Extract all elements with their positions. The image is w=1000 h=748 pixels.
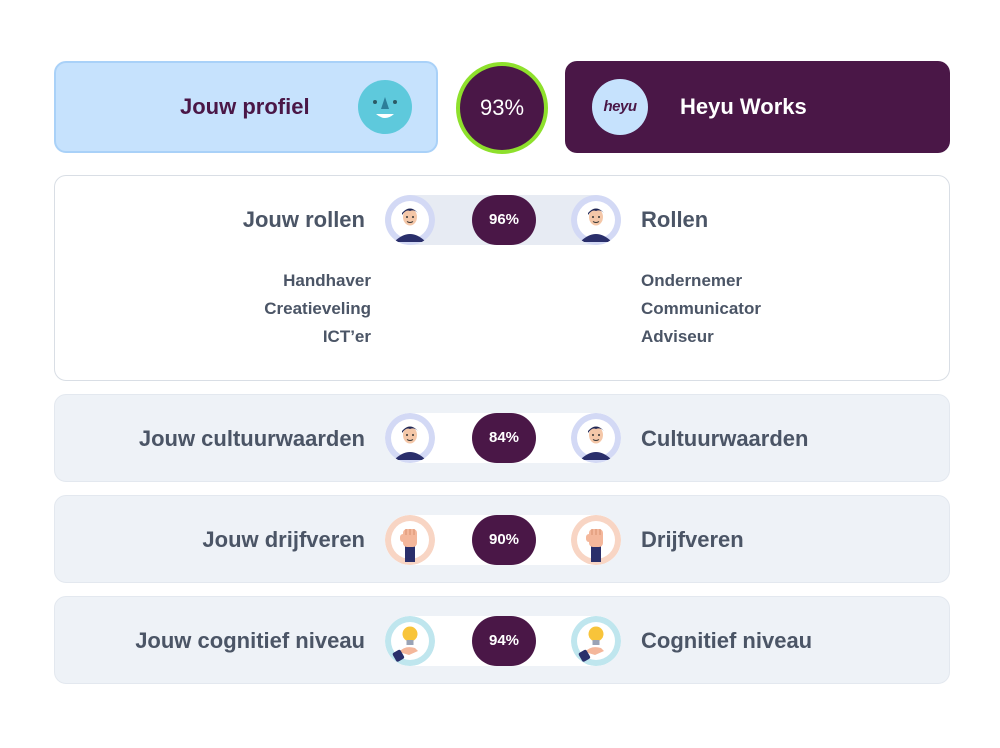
drivers-card: 90% Jouw drijfveren Drijfveren: [54, 495, 950, 583]
company-name: Heyu Works: [680, 94, 807, 119]
person-avatar-icon: [571, 413, 621, 463]
list-item: Adviseur: [641, 327, 714, 346]
list-item: ICT’er: [322, 327, 371, 346]
smiley-face-icon: [358, 80, 412, 134]
cognitive-card: 94% Jouw cognitief niveau Cognitief nive…: [54, 596, 950, 684]
overall-match-ring: 93%: [456, 62, 548, 154]
list-item: Creatieveling: [264, 299, 371, 318]
your-roles-list: Handhaver Creatieveling ICT’er: [264, 267, 371, 351]
raised-fist-icon: [385, 515, 435, 565]
company-card: heyu Heyu Works: [565, 61, 950, 153]
drivers-left-label: Jouw drijfveren: [202, 527, 365, 552]
culture-left-label: Jouw cultuurwaarden: [138, 426, 365, 451]
lightbulb-hand-icon: [385, 616, 435, 666]
roles-left-label: Jouw rollen: [242, 207, 365, 232]
company-logo: heyu: [592, 79, 648, 135]
person-avatar-icon: [385, 413, 435, 463]
culture-card: 84% Jouw cultuurwaarden Cultuurwaarden: [54, 394, 950, 482]
cognitive-match-badge: 94%: [472, 616, 536, 666]
culture-right-label: Cultuurwaarden: [641, 426, 809, 451]
roles-card: 96% Jouw rollen Rollen Handhaver Creatie…: [54, 175, 950, 381]
list-item: Ondernemer: [641, 271, 743, 290]
person-avatar-icon: [385, 195, 435, 245]
list-item: Communicator: [641, 299, 761, 318]
overall-match-value: 93%: [479, 95, 525, 120]
company-roles-list: Ondernemer Communicator Adviseur: [641, 267, 761, 351]
drivers-match-badge: 90%: [472, 515, 536, 565]
raised-fist-icon: [571, 515, 621, 565]
list-item: Handhaver: [283, 271, 371, 290]
roles-match-badge: 96%: [472, 195, 536, 245]
culture-match-badge: 84%: [472, 413, 536, 463]
cognitive-left-label: Jouw cognitief niveau: [135, 628, 365, 653]
profile-title: Jouw profiel: [180, 94, 310, 119]
profile-card: Jouw profiel: [54, 61, 438, 153]
cognitive-right-label: Cognitief niveau: [641, 628, 813, 653]
drivers-right-label: Drijfveren: [641, 527, 744, 552]
person-avatar-icon: [571, 195, 621, 245]
lightbulb-hand-icon: [571, 616, 621, 666]
roles-right-label: Rollen: [641, 207, 709, 232]
